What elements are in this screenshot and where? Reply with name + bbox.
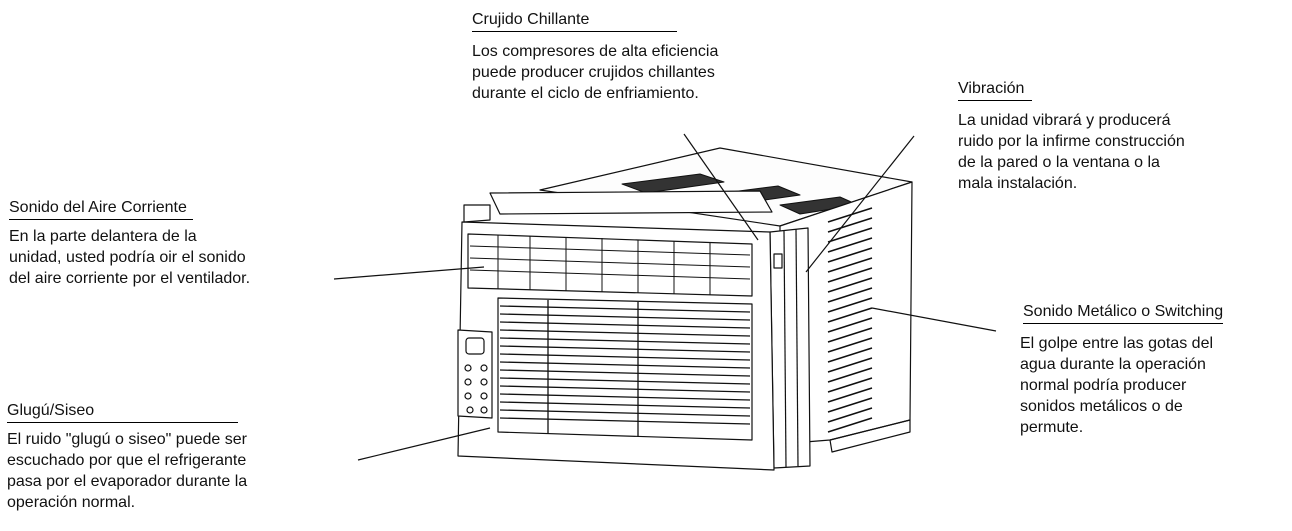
callout-glugu-title: Glugú/Siseo: [7, 401, 239, 423]
callout-crujido: Crujido Chillante Los compresores de alt…: [472, 10, 812, 104]
callout-metalico-text: El golpe entre las gotas del agua durant…: [1020, 335, 1214, 436]
side-curtain: [769, 227, 811, 469]
callout-aire-text: En la parte delantera de la unidad, uste…: [9, 228, 251, 287]
leader-aire: [333, 266, 485, 280]
callout-vibracion-title: Vibración: [958, 79, 1033, 101]
control-panel: [457, 329, 493, 419]
callout-aire: Sonido del Aire Corriente En la parte de…: [9, 198, 339, 289]
window-rail: [489, 190, 773, 215]
callout-vibracion-text: La unidad vibrará y producerá ruido por …: [958, 112, 1185, 192]
leader-glugu: [357, 427, 491, 461]
leader-crujido: [683, 133, 759, 241]
leader-metalico: [871, 307, 997, 332]
callout-glugu-text: El ruido "glugú o siseo" puede ser escuc…: [7, 431, 248, 511]
callout-metalico: Sonido Metálico o Switching El golpe ent…: [1020, 302, 1288, 438]
callout-metalico-title: Sonido Metálico o Switching: [1023, 302, 1224, 324]
callout-crujido-text: Los compresores de alta eficiencia puede…: [472, 43, 719, 102]
leader-vibracion: [805, 135, 915, 273]
intake-louvers: [499, 300, 751, 437]
callout-vibracion: Vibración La unidad vibrará y producerá …: [958, 79, 1278, 194]
callout-aire-title: Sonido del Aire Corriente: [9, 198, 193, 220]
discharge-louvers: [469, 235, 751, 295]
callout-glugu: Glugú/Siseo El ruido "glugú o siseo" pue…: [7, 401, 347, 513]
intake-grille: [497, 297, 753, 441]
callout-crujido-title: Crujido Chillante: [472, 10, 678, 32]
discharge-vent: [467, 233, 753, 297]
side-louvers: [827, 207, 873, 433]
